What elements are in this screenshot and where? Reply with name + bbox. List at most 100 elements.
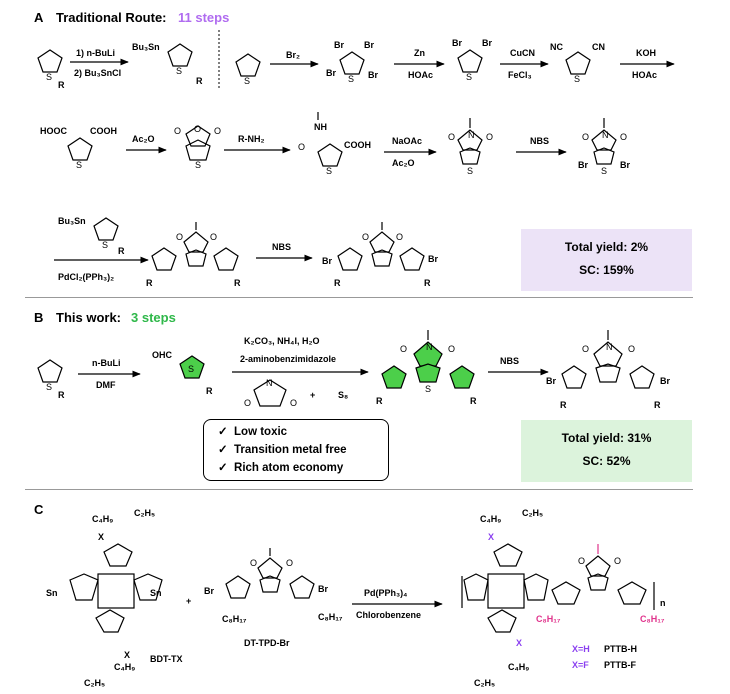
svg-text:R: R [234,278,241,288]
svg-text:O: O [396,232,403,242]
molecule-thiophene: S [235,53,261,86]
svg-text:O: O [448,344,455,354]
svg-text:COOH: COOH [90,126,117,136]
svg-text:O: O [286,558,293,568]
cond-b-step2-top: K₂CO₃, NH₄I, H₂O [244,336,319,346]
cond-step4-top: CuCN [510,48,535,58]
svg-text:O: O [578,556,585,566]
svg-text:O: O [582,344,589,354]
molecule-dibromothiophene: S Br Br [452,38,492,82]
svg-text:R: R [376,396,383,406]
svg-text:Br: Br [364,40,374,50]
molecule-anhydride: O O O S [174,124,221,170]
divider-a-b [25,297,693,298]
molecule-amide-acid: NH O COOH S [298,112,371,176]
svg-text:O: O [486,132,493,142]
svg-text:R: R [118,246,125,256]
svg-text:C₄H₉: C₄H₉ [92,514,113,524]
total-yield-this-work: Total yield: 31% [561,431,652,445]
cond-step3-bottom: HOAc [408,70,433,80]
svg-text:S: S [46,72,52,82]
svg-text:C₈H₁₇: C₈H₁₇ [318,612,343,622]
molecule-dibromo-tpd: N O O S Br Br [578,118,630,176]
svg-text:Sn: Sn [46,588,58,598]
cond-step4-bottom: FeCl₃ [508,70,532,80]
svg-text:X: X [98,532,104,542]
svg-text:Br: Br [578,160,588,170]
svg-text:Sn: Sn [150,588,162,598]
svg-text:C₂H₅: C₂H₅ [522,508,543,518]
svg-text:C₈H₁₇: C₈H₁₇ [222,614,247,624]
svg-text:C₂H₅: C₂H₅ [84,678,105,688]
svg-text:n: n [660,598,666,608]
bdt-label: BDT-TX [150,654,183,664]
svg-text:S: S [326,166,332,176]
svg-text:X: X [516,638,522,648]
svg-text:N: N [602,130,609,140]
cond-step9: NBS [530,136,549,146]
svg-text:N: N [606,342,613,352]
svg-text:X: X [124,650,130,660]
cond-step5-top: KOH [636,48,656,58]
divider-b-c [25,489,693,490]
section-a-title: Traditional Route: [56,10,167,25]
svg-text:C₄H₉: C₄H₉ [114,662,135,672]
svg-text:R: R [424,278,431,288]
svg-text:S: S [76,160,82,170]
svg-text:CN: CN [592,42,605,52]
svg-text:C₄H₉: C₄H₉ [480,514,501,524]
svg-text:S: S [102,240,108,250]
cond-step6: Ac₂O [132,134,155,144]
svg-text:O: O [362,232,369,242]
svg-text:C₂H₅: C₂H₅ [134,508,155,518]
polymer-pttb: C₄H₉ C₂H₅ X C₈H₁₇ O O C₈H₁₇ n X C₄H₉ C₂H… [461,508,666,688]
svg-text:NH: NH [314,122,327,132]
svg-text:NC: NC [550,42,563,52]
tpd-label: DT-TPD-Br [244,638,290,648]
molecule-succinimide: N O O [244,378,297,408]
svg-text:Br: Br [660,376,670,386]
svg-text:N: N [266,378,273,388]
svg-text:Bu₃Sn: Bu₃Sn [58,216,86,226]
section-a-letter: A [34,10,44,25]
plus-c: + [186,596,191,606]
svg-text:O: O [194,124,201,134]
cond-step2: Br₂ [286,50,300,60]
advantages-box: ✓ Low toxic ✓ Transition metal free ✓ Ri… [203,419,389,481]
cond-step11: NBS [272,242,291,252]
svg-text:O: O [582,132,589,142]
svg-text:C₈H₁₇: C₈H₁₇ [536,614,561,624]
legend-x-h: X=H [572,644,590,654]
svg-text:S: S [601,166,607,176]
molecule-dt-tpd-br: O O Br Br C₈H₁₇ C₈H₁₇ DT-TPD-Br [204,548,343,648]
cond-b-step1-bottom: DMF [96,380,116,390]
svg-text:S: S [574,74,580,84]
svg-text:Br: Br [452,38,462,48]
svg-text:S: S [467,166,473,176]
svg-text:R: R [206,386,213,396]
legend-polymers: X=H PTTB-H X=F PTTB-F [572,644,637,670]
svg-text:O: O [244,398,251,408]
svg-text:O: O [400,344,407,354]
molecule-dicyanothiophene: S NC CN [550,42,605,84]
molecule-stannyl-thiophene: Bu₃Sn S R [132,42,203,86]
svg-text:O: O [298,142,305,152]
svg-text:S: S [348,74,354,84]
svg-text:C₂H₅: C₂H₅ [474,678,495,688]
svg-text:C₄H₉: C₄H₉ [508,662,529,672]
cond-step1-bottom: 2) Bu₃SnCl [74,68,121,78]
svg-text:S: S [46,382,52,392]
svg-text:R: R [654,400,661,410]
molecule-tpd-core: N O O S [448,118,493,176]
molecule-dibromo-dt-tpd: O O Br Br R R [322,222,438,288]
legend-name-f: PTTB-F [604,660,636,670]
svg-text:Bu₃Sn: Bu₃Sn [132,42,160,52]
svg-text:Br: Br [326,68,336,78]
svg-text:Br: Br [428,254,438,264]
legend-name-h: PTTB-H [604,644,637,654]
svg-text:O: O [290,398,297,408]
svg-text:OHC: OHC [152,350,173,360]
sc-this-work: SC: 52% [582,454,631,468]
svg-text:O: O [176,232,183,242]
section-b-title: This work: [56,310,121,325]
